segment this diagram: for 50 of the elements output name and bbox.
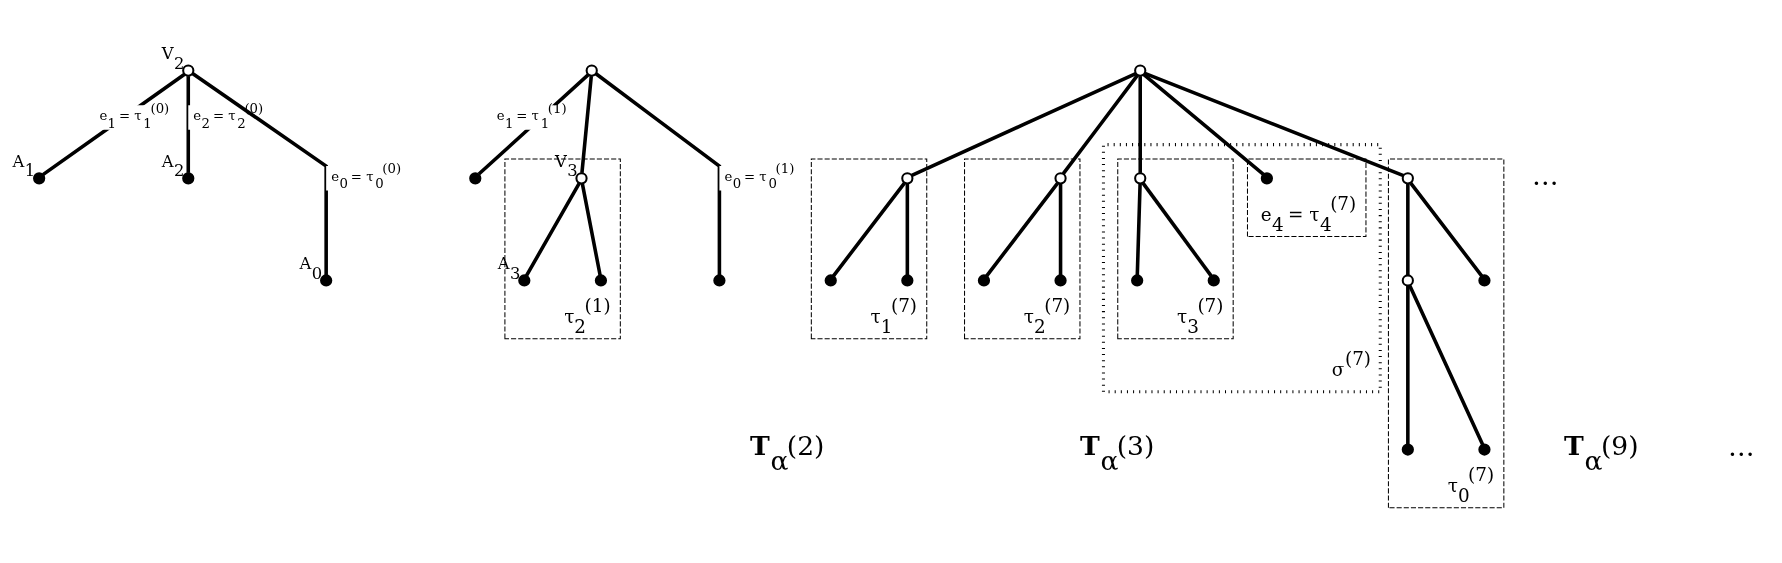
connector [1406,183,1410,276]
node-circle [1401,172,1414,185]
node-circle [713,274,726,287]
node-circle [1054,274,1067,287]
node-circle [575,172,588,185]
node-circle [1478,274,1491,287]
node-circle [1260,172,1273,185]
connector [524,182,581,277]
connector [905,183,910,276]
node-circle [1134,64,1147,77]
connector [1135,183,1142,276]
connector [1141,182,1213,277]
connector [1144,71,1405,178]
connector [831,182,906,278]
label: … [1728,430,1755,462]
node-circle [1134,172,1147,185]
connector [911,72,1137,177]
node-circle [585,64,598,77]
connector [41,72,186,177]
connector [1407,284,1485,446]
node-circle [518,274,531,287]
connector [186,76,191,173]
node-circle [1401,443,1414,456]
connector [594,72,722,276]
node-circle [33,172,46,185]
node-circle [182,172,195,185]
node-circle [901,274,914,287]
connector [477,73,590,176]
connector [985,182,1060,278]
label: … [1531,159,1559,191]
connector [580,75,594,174]
node-circle [1131,274,1144,287]
node-circle [901,172,914,185]
node-circle [977,274,991,287]
node-circle [824,274,837,287]
node-circle [594,274,608,287]
connector [1406,285,1410,445]
connector [1058,183,1063,276]
node-circle [1478,443,1491,456]
node-circle [1054,172,1067,185]
node-circle [1401,274,1414,287]
node-circle [1207,274,1220,287]
connector [1061,74,1139,175]
connector [191,72,328,276]
node-circle [469,172,482,185]
connector [1138,76,1142,173]
node-circle [182,64,195,77]
node-circle [320,274,333,287]
connector [1409,182,1484,278]
connector [580,183,602,276]
